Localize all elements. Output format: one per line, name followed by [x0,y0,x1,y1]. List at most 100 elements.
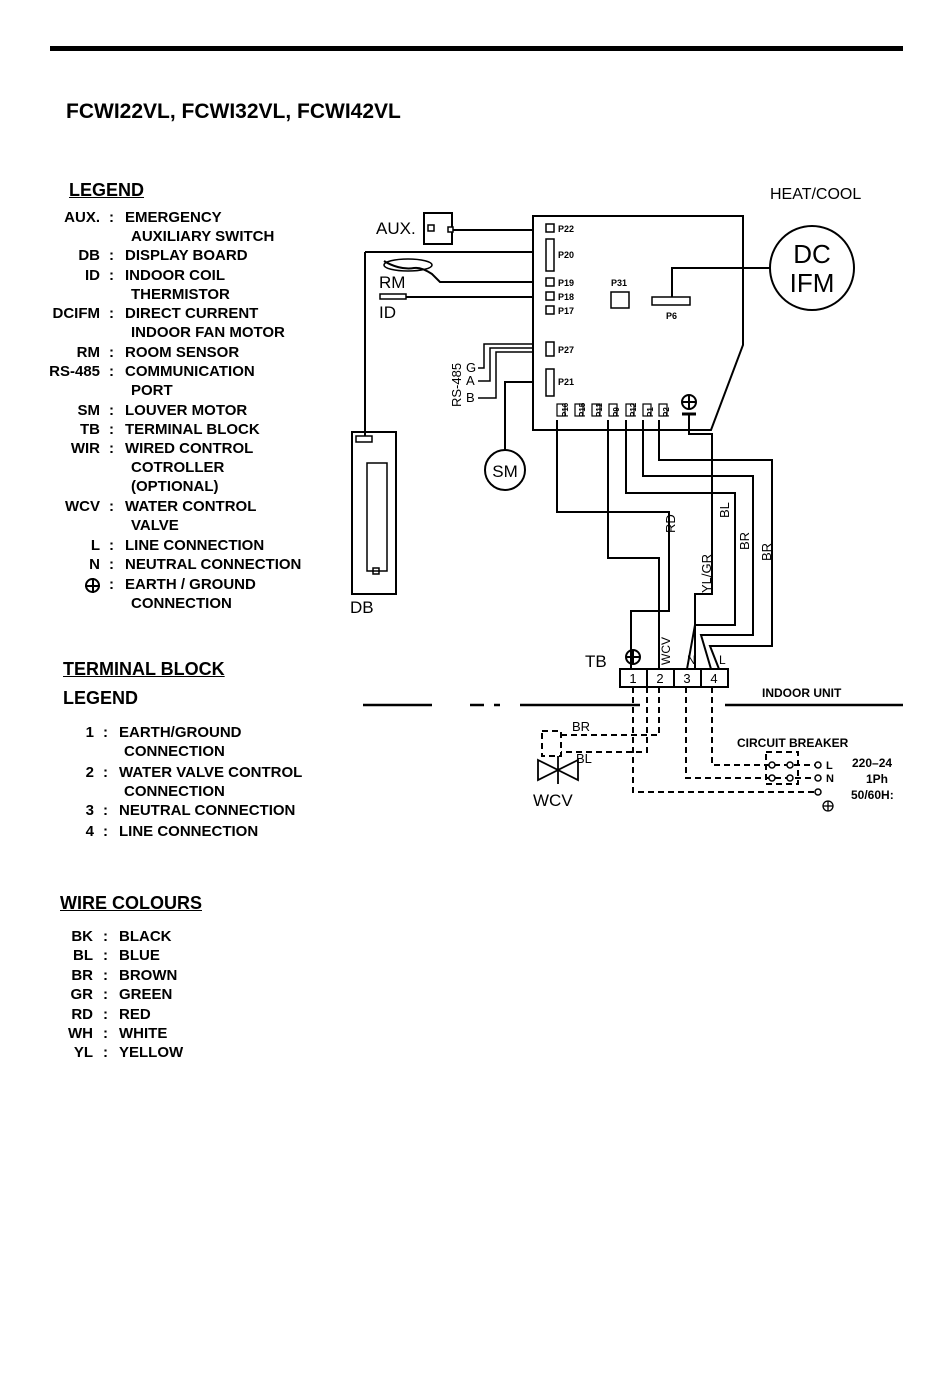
svg-text:4: 4 [710,671,717,686]
tb-legend-desc: WATER VALVE CONTROL [119,764,303,781]
rm-label: RM [379,273,405,292]
wire-colour-abbr: BR [71,966,93,984]
svg-text:1: 1 [629,671,636,686]
legend-abbr: ID [85,267,100,284]
legend-abbr: RS-485 [49,363,100,380]
legend-desc: EARTH / GROUND [125,576,256,593]
tb-legend-desc: NEUTRAL CONNECTION [119,802,296,819]
separator: : [109,305,114,322]
legend-desc: LINE CONNECTION [125,537,265,554]
separator: : [109,209,114,226]
svg-text:P6: P6 [666,311,677,321]
svg-text:P31: P31 [611,278,627,288]
svg-text:L: L [719,653,726,667]
earth-icon [85,577,100,593]
tb-legend-desc-line2: CONNECTION [124,743,225,760]
wire-colours-heading: WIRE COLOURS [60,893,202,913]
legend-abbr: WCV [65,498,100,515]
legend-desc: WIRED CONTROL [125,440,254,457]
legend-desc: ROOM SENSOR [125,344,240,361]
legend-abbr: RM [76,344,100,361]
separator: : [109,498,114,515]
separator: : [103,823,108,840]
svg-text:2: 2 [656,671,663,686]
wire-br-1: BR [737,532,752,550]
tb-legend-heading: TERMINAL BLOCK [63,659,225,679]
svg-text:P20: P20 [558,250,574,260]
wire-colour-abbr: RD [71,1005,93,1023]
wire-colour-abbr: GR [70,986,94,1004]
supply-phase: 1Ph [866,772,888,786]
svg-text:BR: BR [572,719,590,734]
circuit-breaker-label: CIRCUIT BREAKER [737,736,849,750]
legend-abbr: AUX. [64,209,100,226]
svg-text:P16: P16 [561,402,570,417]
svg-text:P18: P18 [558,292,574,302]
svg-text:A: A [466,373,475,388]
legend-desc-line2: AUXILIARY SWITCH [131,228,275,245]
separator: : [103,947,108,965]
wire-ylgr: YL/GR [699,554,714,593]
separator: : [109,247,114,264]
legend-abbr: WIR [70,440,100,457]
separator: : [103,764,108,781]
tb-legend-num: 2 [85,764,94,781]
id-probe [379,293,407,300]
separator: : [109,556,114,573]
svg-text:P15: P15 [578,402,587,417]
tb-legend-desc: LINE CONNECTION [119,823,259,840]
tb-legend-subheading: LEGEND [63,688,139,708]
legend-desc-line2: CONNECTION [131,595,232,612]
wire-bl: BL [717,502,732,518]
mode-label: HEAT/COOL [770,186,861,203]
tb-legend-desc-line2: CONNECTION [124,783,225,800]
db-label: DB [350,598,374,617]
wire-colour-name: YELLOW [119,1044,184,1062]
legend-abbr: DB [78,247,100,264]
legend-desc: EMERGENCY [125,209,222,226]
legend-desc: COMMUNICATION [125,363,255,380]
supply-voltage: 220–24 [852,756,892,770]
svg-text:G: G [466,360,476,375]
wire-colour-name: GREEN [119,986,173,1004]
svg-text:B: B [466,390,475,405]
aux-label: AUX. [376,219,416,238]
indoor-unit-label: INDOOR UNIT [762,686,842,700]
wire-rd: RD [663,514,678,533]
legend-abbr: SM [77,402,101,419]
separator: : [103,1025,108,1042]
legend-desc-line2: VALVE [131,517,179,534]
legend-abbr: TB [80,421,100,438]
legend-desc-line2: INDOOR FAN MOTOR [131,324,285,341]
sm-label: SM [492,462,518,481]
legend-desc: TERMINAL BLOCK [125,421,260,438]
rm-wire [383,260,533,283]
wire-colour-abbr: BL [73,947,93,965]
legend-heading: LEGEND [69,180,145,200]
svg-text:3: 3 [683,671,690,686]
legend-desc-line2: COTROLLER [131,459,225,476]
legend-desc: DISPLAY BOARD [125,247,248,264]
legend-desc-line3: (OPTIONAL) [131,478,219,495]
separator: : [109,440,114,457]
separator: : [103,1005,108,1023]
page-title: FCWI22VL, FCWI32VL, FCWI42VL [66,100,401,123]
legend-desc: NEUTRAL CONNECTION [125,556,302,573]
legend-desc: WATER CONTROL [125,498,257,515]
separator: : [103,928,108,945]
wire-colour-name: RED [119,1005,151,1023]
svg-text:P11: P11 [595,403,604,417]
svg-text:P21: P21 [558,377,574,387]
legend-abbr: N [89,556,100,573]
tb-label: TB [585,652,607,671]
svg-text:P12: P12 [629,402,638,417]
tb-legend-num: 1 [85,724,94,741]
ifm-label: IFM [790,268,835,298]
legend-desc-line2: THERMISTOR [131,286,230,303]
wire-colour-name: BROWN [119,966,178,984]
legend-desc: DIRECT CURRENT [125,305,259,322]
separator: : [103,986,108,1004]
svg-text:N: N [687,653,696,667]
svg-text:L: L [826,760,833,772]
